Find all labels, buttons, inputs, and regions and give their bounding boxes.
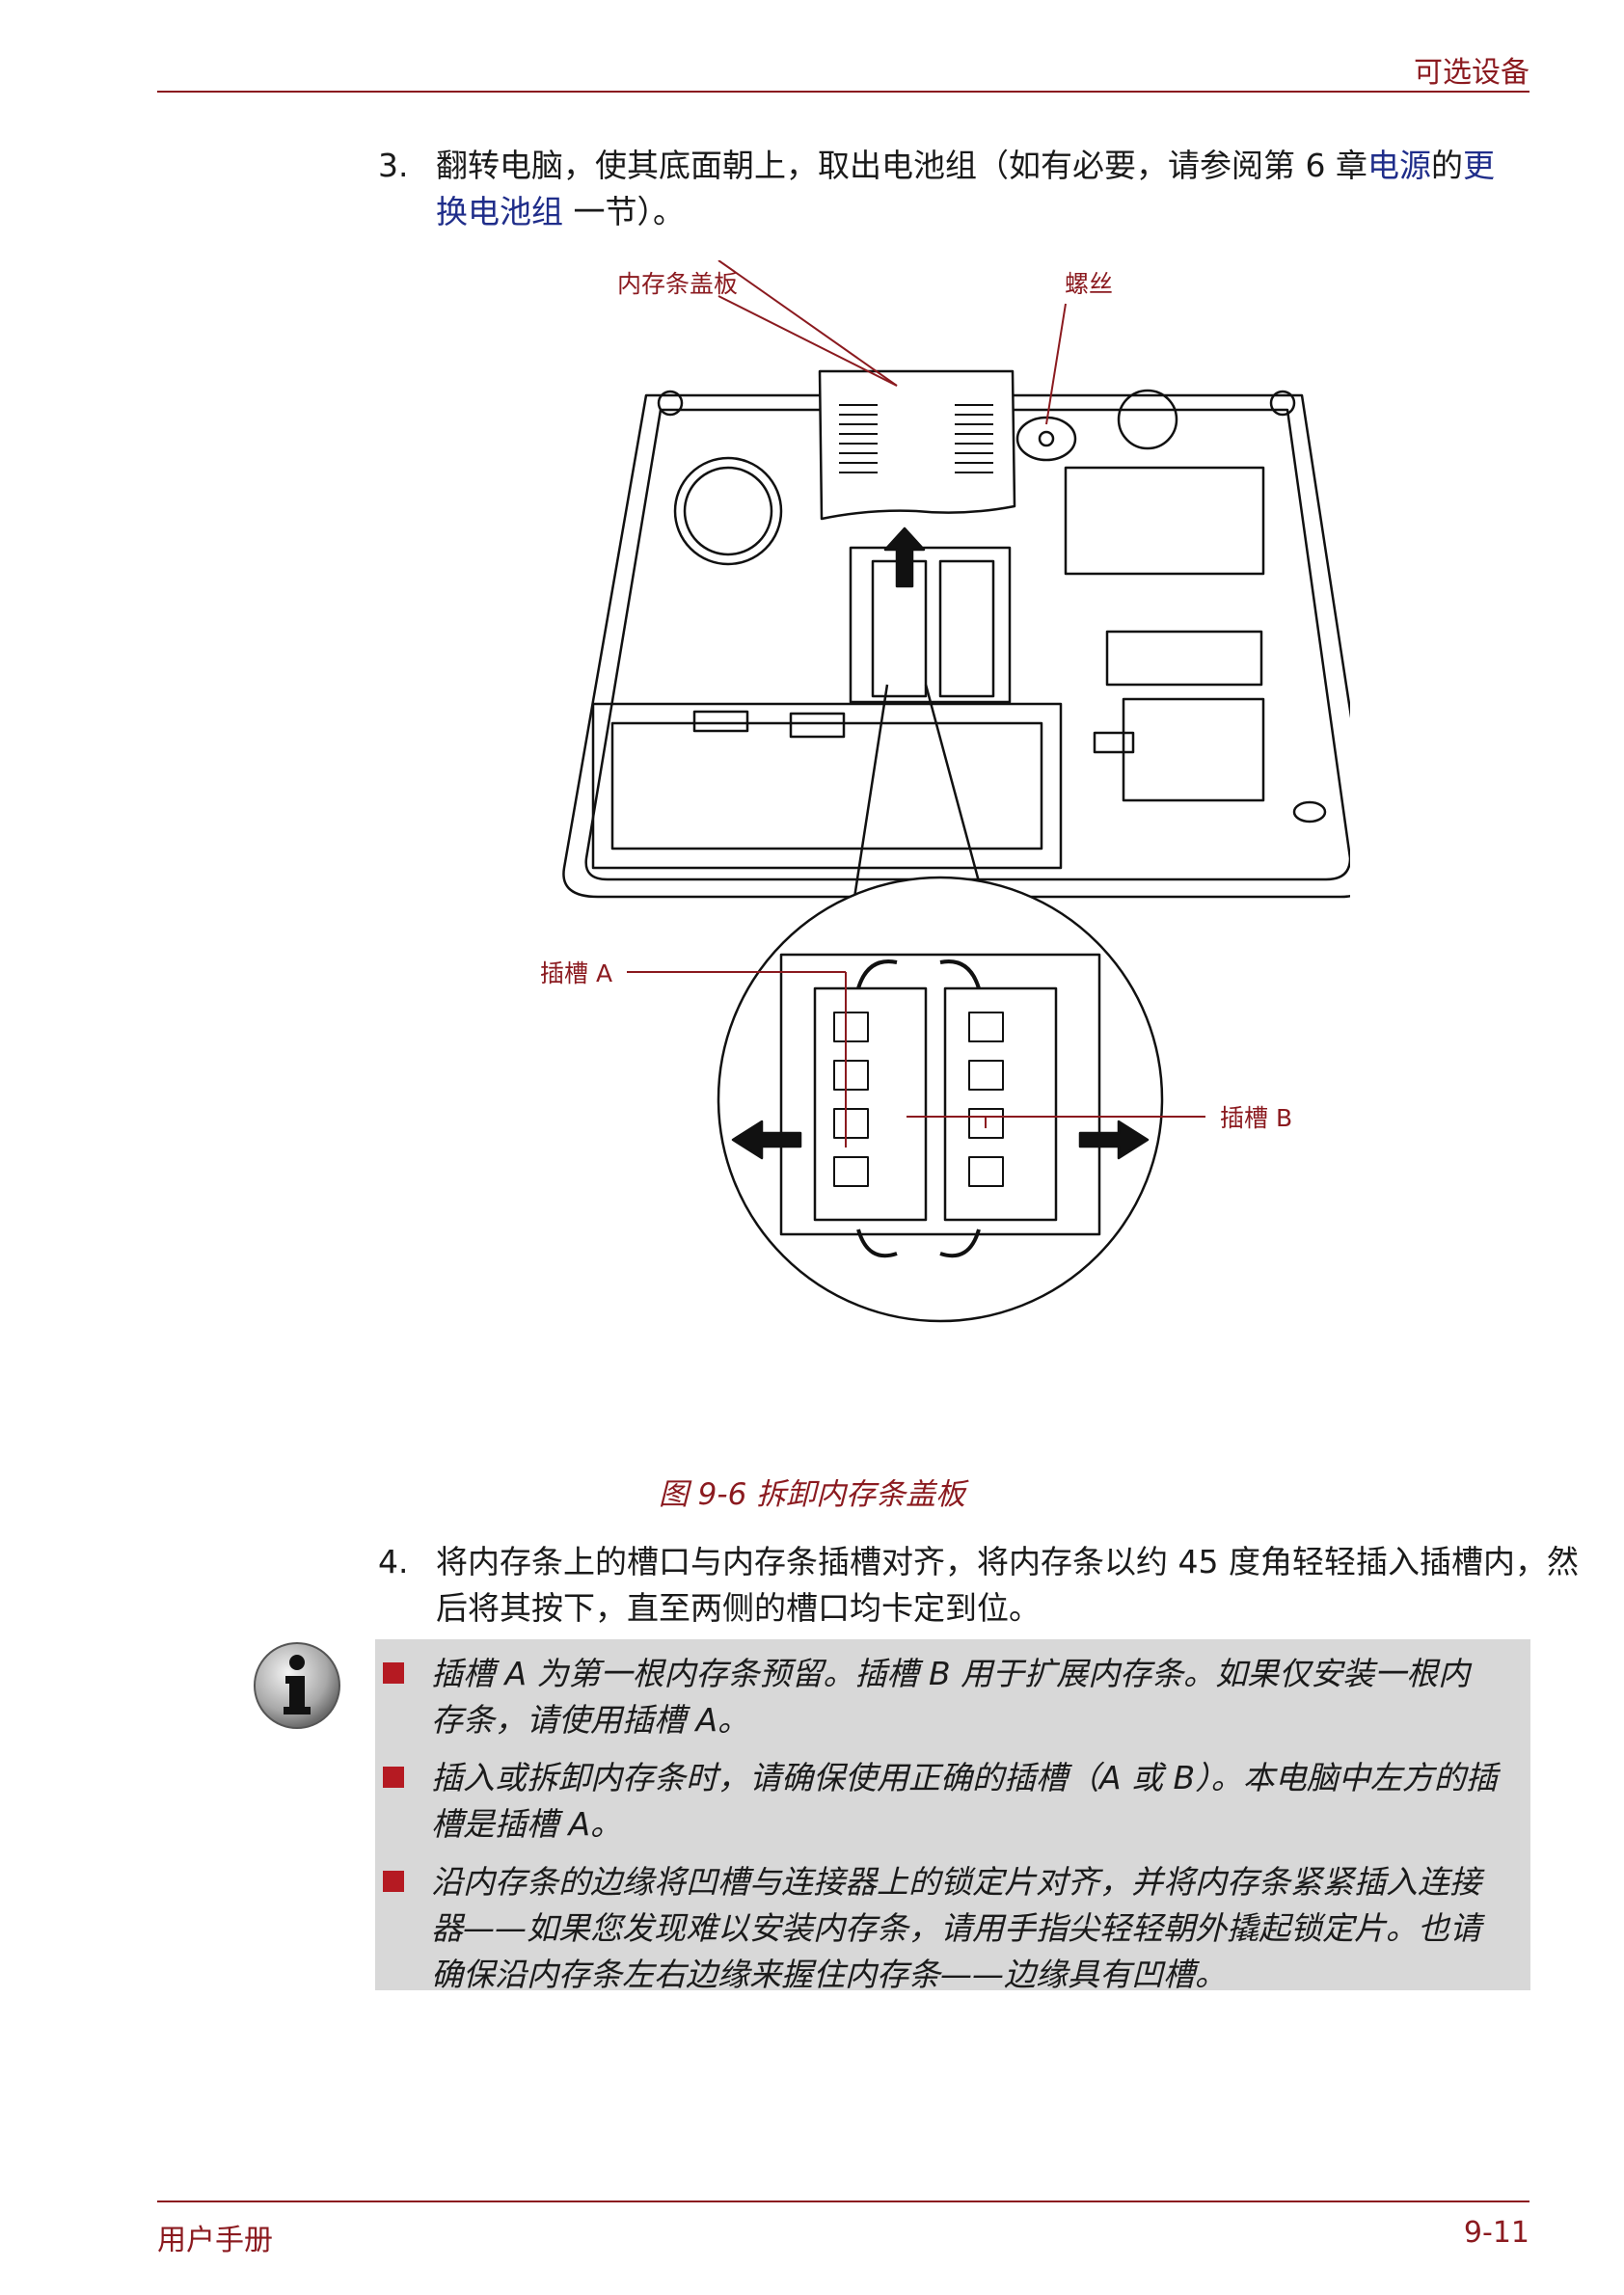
info-icon — [254, 1642, 340, 1729]
step-text: 翻转电脑，使其底面朝上，取出电池组（如有必要，请参阅第 6 章电源的更换电池组 … — [436, 143, 1526, 235]
page-number: 9-11 — [1463, 2216, 1529, 2250]
step-number: 3. — [378, 147, 409, 184]
section-title: 可选设备 — [1414, 56, 1529, 90]
memory-cover-figure: 内存条盖板 螺丝 插槽 A 插槽 B — [540, 260, 1350, 1323]
label-screw: 螺丝 — [1065, 270, 1113, 298]
note-item: 插入或拆卸内存条时，请确保使用正确的插槽（A 或 B）。本电脑中左方的插槽是插槽… — [383, 1755, 1502, 1848]
note-text: 插槽 A 为第一根内存条预留。插槽 B 用于扩展内存条。如果仅安装一根内存条，请… — [431, 1655, 1471, 1739]
footer-manual-title: 用户手册 — [157, 2224, 273, 2257]
note-text: 插入或拆卸内存条时，请确保使用正确的插槽（A 或 B）。本电脑中左方的插槽是插槽… — [431, 1759, 1498, 1843]
step-text-mid: 的 — [1430, 147, 1463, 184]
note-item: 插槽 A 为第一根内存条预留。插槽 B 用于扩展内存条。如果仅安装一根内存条，请… — [383, 1651, 1502, 1743]
bullet-icon — [383, 1767, 404, 1788]
link-replace-battery[interactable]: 更换电池组 — [436, 147, 1495, 230]
label-slot-b: 插槽 B — [1220, 1104, 1292, 1132]
step-text: 将内存条上的槽口与内存条插槽对齐，将内存条以约 45 度角轻轻插入插槽内，然后将… — [436, 1543, 1579, 1627]
label-slot-a: 插槽 A — [540, 959, 612, 987]
link-power[interactable]: 电源 — [1367, 147, 1431, 184]
figure-caption: 图 9-6 拆卸内存条盖板 — [658, 1477, 966, 1512]
note-item: 沿内存条的边缘将凹槽与连接器上的锁定片对齐，并将内存条紧紧插入连接器——如果您发… — [383, 1859, 1502, 1998]
note-text: 沿内存条的边缘将凹槽与连接器上的锁定片对齐，并将内存条紧紧插入连接器——如果您发… — [431, 1863, 1481, 1993]
footer-rule — [157, 2200, 1529, 2202]
bullet-icon — [383, 1871, 404, 1892]
header-rule — [157, 91, 1529, 93]
step-number: 4. — [378, 1543, 409, 1580]
step-text-before: 翻转电脑，使其底面朝上，取出电池组（如有必要，请参阅第 6 章 — [436, 147, 1367, 184]
step-text-after: 一节）。 — [563, 193, 685, 230]
bullet-icon — [383, 1662, 404, 1684]
note-box: 插槽 A 为第一根内存条预留。插槽 B 用于扩展内存条。如果仅安装一根内存条，请… — [375, 1639, 1530, 1993]
label-memory-cover: 内存条盖板 — [617, 270, 738, 298]
